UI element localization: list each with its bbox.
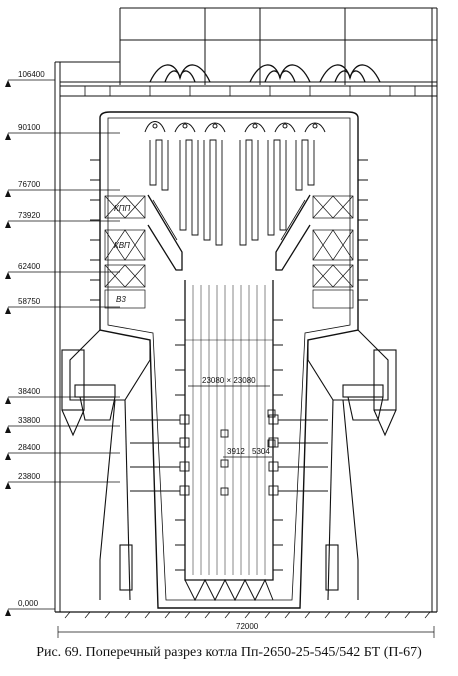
elevation-ticks <box>5 80 11 616</box>
foundation <box>55 611 437 619</box>
label-kpp: КПП <box>114 204 131 213</box>
left-flue-duct <box>69 329 151 601</box>
left-convective-banks <box>104 195 146 309</box>
level-90100: 90100 <box>18 123 41 132</box>
level-62400: 62400 <box>18 262 41 271</box>
elevation-markers <box>8 79 120 610</box>
level-38400: 38400 <box>18 387 41 396</box>
top-steam-headers <box>149 64 381 83</box>
upper-headers <box>144 121 326 133</box>
furnace-nose-screens <box>147 194 311 271</box>
label-v3: В3 <box>116 295 126 304</box>
level-73920: 73920 <box>18 211 41 220</box>
level-58750: 58750 <box>18 297 41 306</box>
dimension-left: 3912 <box>227 447 245 456</box>
right-convective-banks <box>312 195 354 309</box>
dimension-right: 5304 <box>252 447 270 456</box>
figure-caption: Рис. 69. Поперечный разрез котла Пп-2650… <box>36 645 422 660</box>
boiler-cross-section: 106400 90100 76700 73920 62400 58750 384… <box>5 7 438 638</box>
level-28400: 28400 <box>18 443 41 452</box>
burners <box>179 409 279 496</box>
dimension-lines <box>57 385 435 638</box>
dimension-furnace: 23080 × 23080 <box>202 376 256 385</box>
level-106400: 106400 <box>18 70 45 79</box>
level-76700: 76700 <box>18 180 41 189</box>
boiler-casing <box>99 111 359 609</box>
furnace-chamber <box>184 280 274 602</box>
level-33800: 33800 <box>18 416 41 425</box>
label-kvp: КВП <box>114 241 130 250</box>
level-0000: 0,000 <box>18 599 39 608</box>
dimension-width: 72000 <box>236 622 259 631</box>
left-air-heater <box>61 349 85 437</box>
casing-brackets <box>90 159 368 301</box>
pendant-superheater-coils <box>149 139 315 246</box>
right-flue-duct <box>307 329 389 601</box>
level-23800: 23800 <box>18 472 41 481</box>
right-air-heater <box>373 349 397 437</box>
burner-air-ducts <box>130 419 328 492</box>
furnace-wall-brackets <box>175 319 283 571</box>
building-frame <box>54 7 438 612</box>
